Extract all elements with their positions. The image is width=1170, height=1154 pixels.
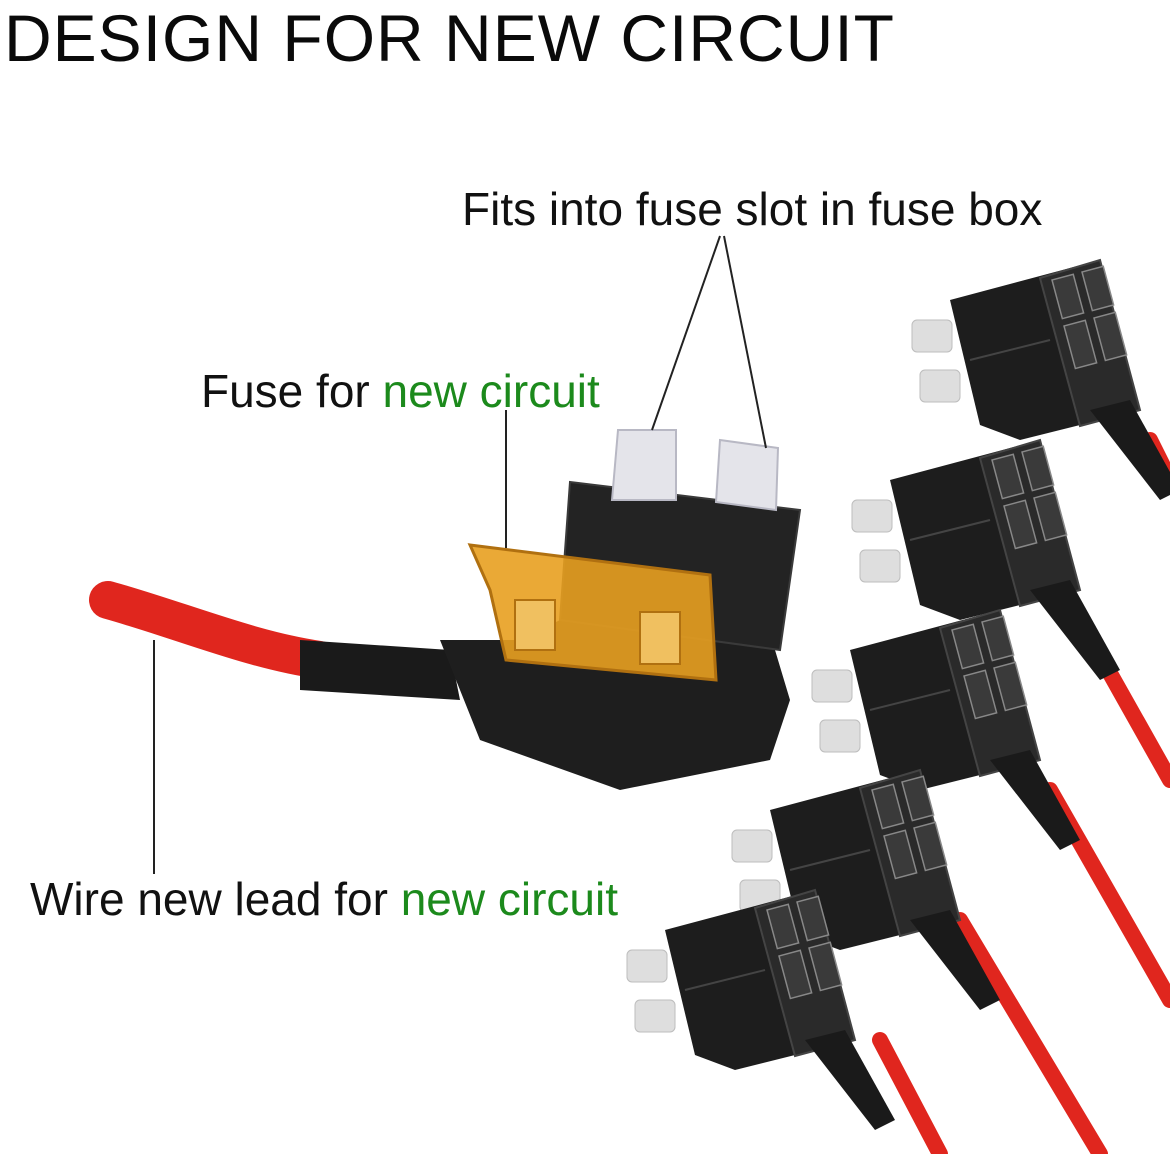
- fuse-slot-label: Fits into fuse slot in fuse box: [462, 183, 1043, 235]
- fuse-label-prefix: Fuse for: [201, 365, 383, 417]
- main-red-wire: [89, 581, 339, 679]
- wire-label-prefix: Wire new lead for: [30, 873, 401, 925]
- holder-prongs: [610, 429, 780, 512]
- wire-label-highlight: new circuit: [400, 873, 618, 925]
- fuse-label-highlight: new circuit: [382, 365, 600, 417]
- fuse-label: Fuse for new circuit: [201, 364, 600, 418]
- wire-label: Wire new lead for new circuit: [30, 872, 618, 926]
- page-title: DESIGN FOR NEW CIRCUIT: [4, 1, 895, 75]
- leader-lines: [153, 235, 767, 874]
